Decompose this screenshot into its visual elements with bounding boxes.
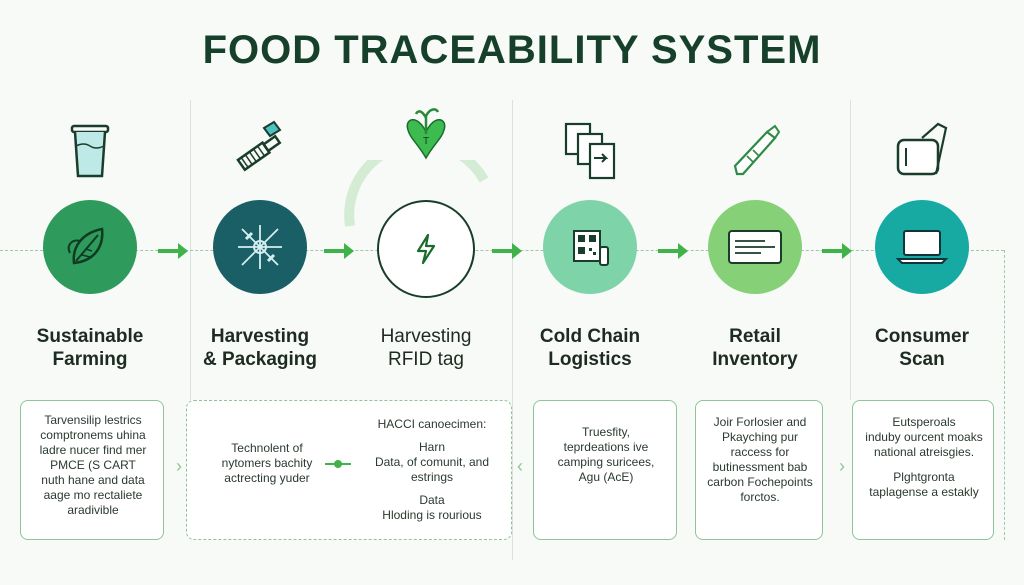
timeline-connector <box>1004 250 1005 540</box>
stage-harvesting-packaging: Harvesting& Packaging <box>180 0 330 400</box>
leaf-icon <box>67 227 104 265</box>
tools-icon <box>236 120 282 172</box>
section-divider <box>512 100 513 560</box>
svg-text:T: T <box>423 136 429 147</box>
page-title: FOOD TRACEABILITY SYSTEM <box>202 28 822 72</box>
cup-icon <box>70 124 110 178</box>
stage-circle <box>213 200 307 294</box>
hacci-heading: HACCI canoecimen: <box>377 417 487 431</box>
stage-circle <box>543 200 637 294</box>
stage-circle <box>875 200 969 294</box>
pen-icon <box>733 124 781 176</box>
arrow-right-icon <box>492 243 522 259</box>
documents-icon <box>564 122 616 180</box>
card-icon <box>728 230 782 264</box>
laptop-icon <box>895 230 949 264</box>
heart-sprout-icon: T <box>406 108 446 160</box>
arrow-right-icon <box>158 243 188 259</box>
arrow-right-icon <box>658 243 688 259</box>
stage-circle <box>43 200 137 294</box>
scanner-icon <box>896 122 948 176</box>
highlight-arc <box>344 160 489 227</box>
process-icon <box>238 225 282 269</box>
stage-circle <box>377 200 475 298</box>
qr-code-icon <box>573 230 609 266</box>
chevron-right-icon: ‹ <box>517 456 523 476</box>
chevron-right-icon: › <box>839 456 845 476</box>
arrow-right-icon <box>324 243 354 259</box>
arrow-right-icon <box>822 243 852 259</box>
stage-circle <box>708 200 802 294</box>
connector-dot-icon <box>325 460 351 468</box>
bolt-icon <box>416 233 436 265</box>
chevron-right-icon: › <box>176 456 182 476</box>
stage-label: Harvesting& Packaging <box>202 326 318 370</box>
